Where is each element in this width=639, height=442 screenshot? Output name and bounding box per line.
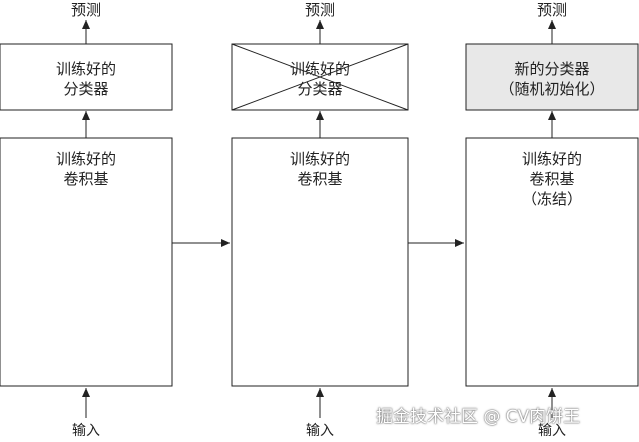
watermark-text: 掘金技术社区 @ CV肉饼王 xyxy=(376,407,581,427)
classifier-line-1a: 训练好的 xyxy=(55,60,117,78)
classifier-line-2a: 训练好的 xyxy=(289,60,351,78)
classifier-line-1b: 分类器 xyxy=(63,80,109,98)
prediction-label-3: 预测 xyxy=(536,1,568,19)
classifier-line-2b: 分类器 xyxy=(297,80,343,98)
prediction-label-2: 预测 xyxy=(304,1,336,19)
conv-base-line-1a: 训练好的 xyxy=(55,150,117,168)
conv-base-line-3b: 卷积基 xyxy=(529,170,575,188)
conv-base-line-2a: 训练好的 xyxy=(289,150,351,168)
prediction-label-1: 预测 xyxy=(70,1,102,19)
conv-base-box-1 xyxy=(0,137,173,387)
conv-base-line-1b: 卷积基 xyxy=(63,170,109,188)
input-label-1: 输入 xyxy=(72,423,100,439)
classifier-line-3a: 新的分类器 xyxy=(514,60,590,78)
classifier-box-3 xyxy=(465,43,639,111)
conv-base-line-3c: （冻结） xyxy=(521,190,583,208)
cross-line-b xyxy=(231,43,409,111)
conv-base-line-2b: 卷积基 xyxy=(297,170,343,188)
column-2 xyxy=(231,20,409,418)
column-3 xyxy=(465,20,639,418)
column-1 xyxy=(0,20,173,418)
classifier-box-1 xyxy=(0,43,173,111)
input-label-2: 输入 xyxy=(306,423,334,439)
conv-base-line-3a: 训练好的 xyxy=(521,150,583,168)
input-label-3: 输入 xyxy=(538,423,566,439)
conv-base-box-3 xyxy=(465,137,639,387)
classifier-line-3b: （随机初始化） xyxy=(499,80,605,98)
conv-base-box-2 xyxy=(231,137,409,387)
